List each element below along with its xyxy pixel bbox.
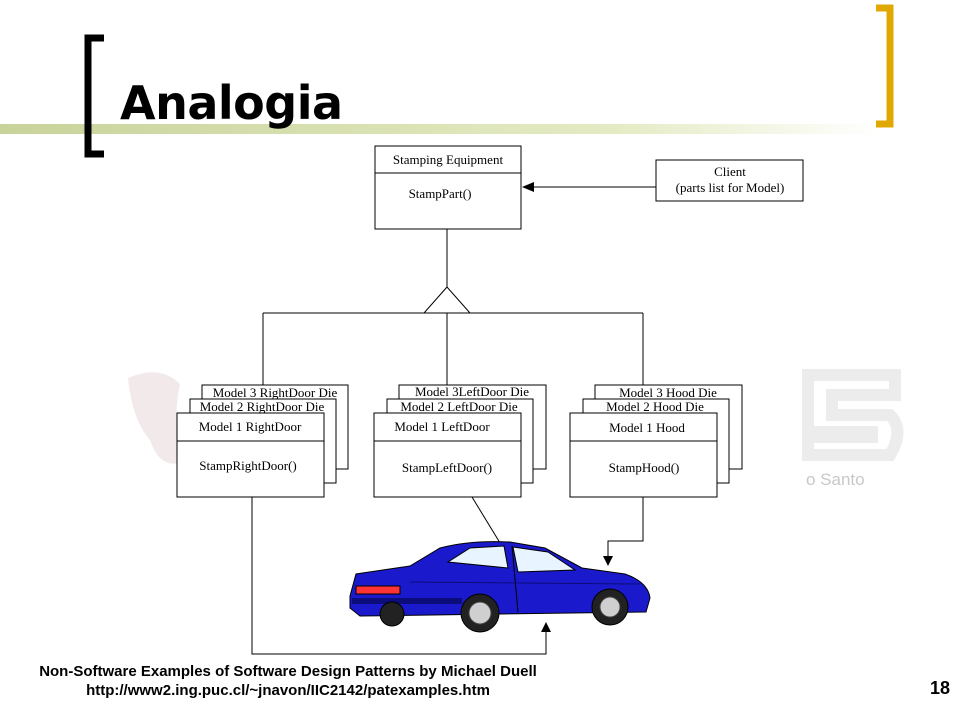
watermark-text: o Santo <box>806 470 865 489</box>
title-accent-bar <box>0 124 880 134</box>
left-door-model1-name: Model 1 LeftDoor <box>394 419 490 434</box>
hood-operation: StampHood() <box>609 460 680 475</box>
right-door-die-stack: Model 3 RightDoor Die Model 2 RightDoor … <box>176 384 349 498</box>
left-door-model2-label: Model 2 LeftDoor Die <box>400 399 518 414</box>
hood-connector-arrowhead <box>603 556 613 566</box>
hood-model1-name: Model 1 Hood <box>609 420 685 435</box>
slide-title: Analogia <box>120 76 343 130</box>
left-door-operation: StampLeftDoor() <box>402 460 492 475</box>
watermark-logo <box>128 369 904 464</box>
inheritance-triangle <box>422 286 472 314</box>
stamping-equipment-class: Stamping Equipment StampPart() <box>374 145 522 230</box>
footer-citation-text: Non-Software Examples of Software Design… <box>39 663 537 680</box>
stamping-equipment-operation: StampPart() <box>409 186 472 201</box>
right-door-model1-name: Model 1 RightDoor <box>199 419 302 434</box>
car-illustration <box>349 541 651 633</box>
hood-to-car-connector <box>607 497 644 561</box>
right-door-model3-label: Model 3 RightDoor Die <box>213 385 338 400</box>
right-bracket <box>876 4 894 128</box>
left-bracket <box>84 34 104 158</box>
right-door-to-car-connector <box>251 497 547 655</box>
left-door-model3-label: Model 3LeftDoor Die <box>415 384 529 399</box>
stamping-equipment-name: Stamping Equipment <box>393 152 504 167</box>
hood-model2-label: Model 2 Hood Die <box>606 399 704 414</box>
left-door-die-stack: Model 3LeftDoor Die Model 2 LeftDoor Die… <box>373 384 547 498</box>
hood-model3-label: Model 3 Hood Die <box>619 385 717 400</box>
right-door-connector-arrowhead <box>541 622 551 632</box>
footer-citation-url: http://www2.ing.puc.cl/~jnavon/IIC2142/p… <box>86 682 490 699</box>
right-door-operation: StampRightDoor() <box>199 458 297 473</box>
client-label: Client <box>714 164 746 179</box>
right-door-model2-label: Model 2 RightDoor Die <box>200 399 325 414</box>
hood-die-stack: Model 3 Hood Die Model 2 Hood Die Model … <box>569 384 743 498</box>
client-sublabel: (parts list for Model) <box>676 180 785 195</box>
slide-number: 18 <box>929 678 950 698</box>
client-box: Client (parts list for Model) <box>655 159 804 202</box>
client-arrowhead <box>522 182 534 192</box>
footer-citation: Non-Software Examples of Software Design… <box>8 662 568 700</box>
